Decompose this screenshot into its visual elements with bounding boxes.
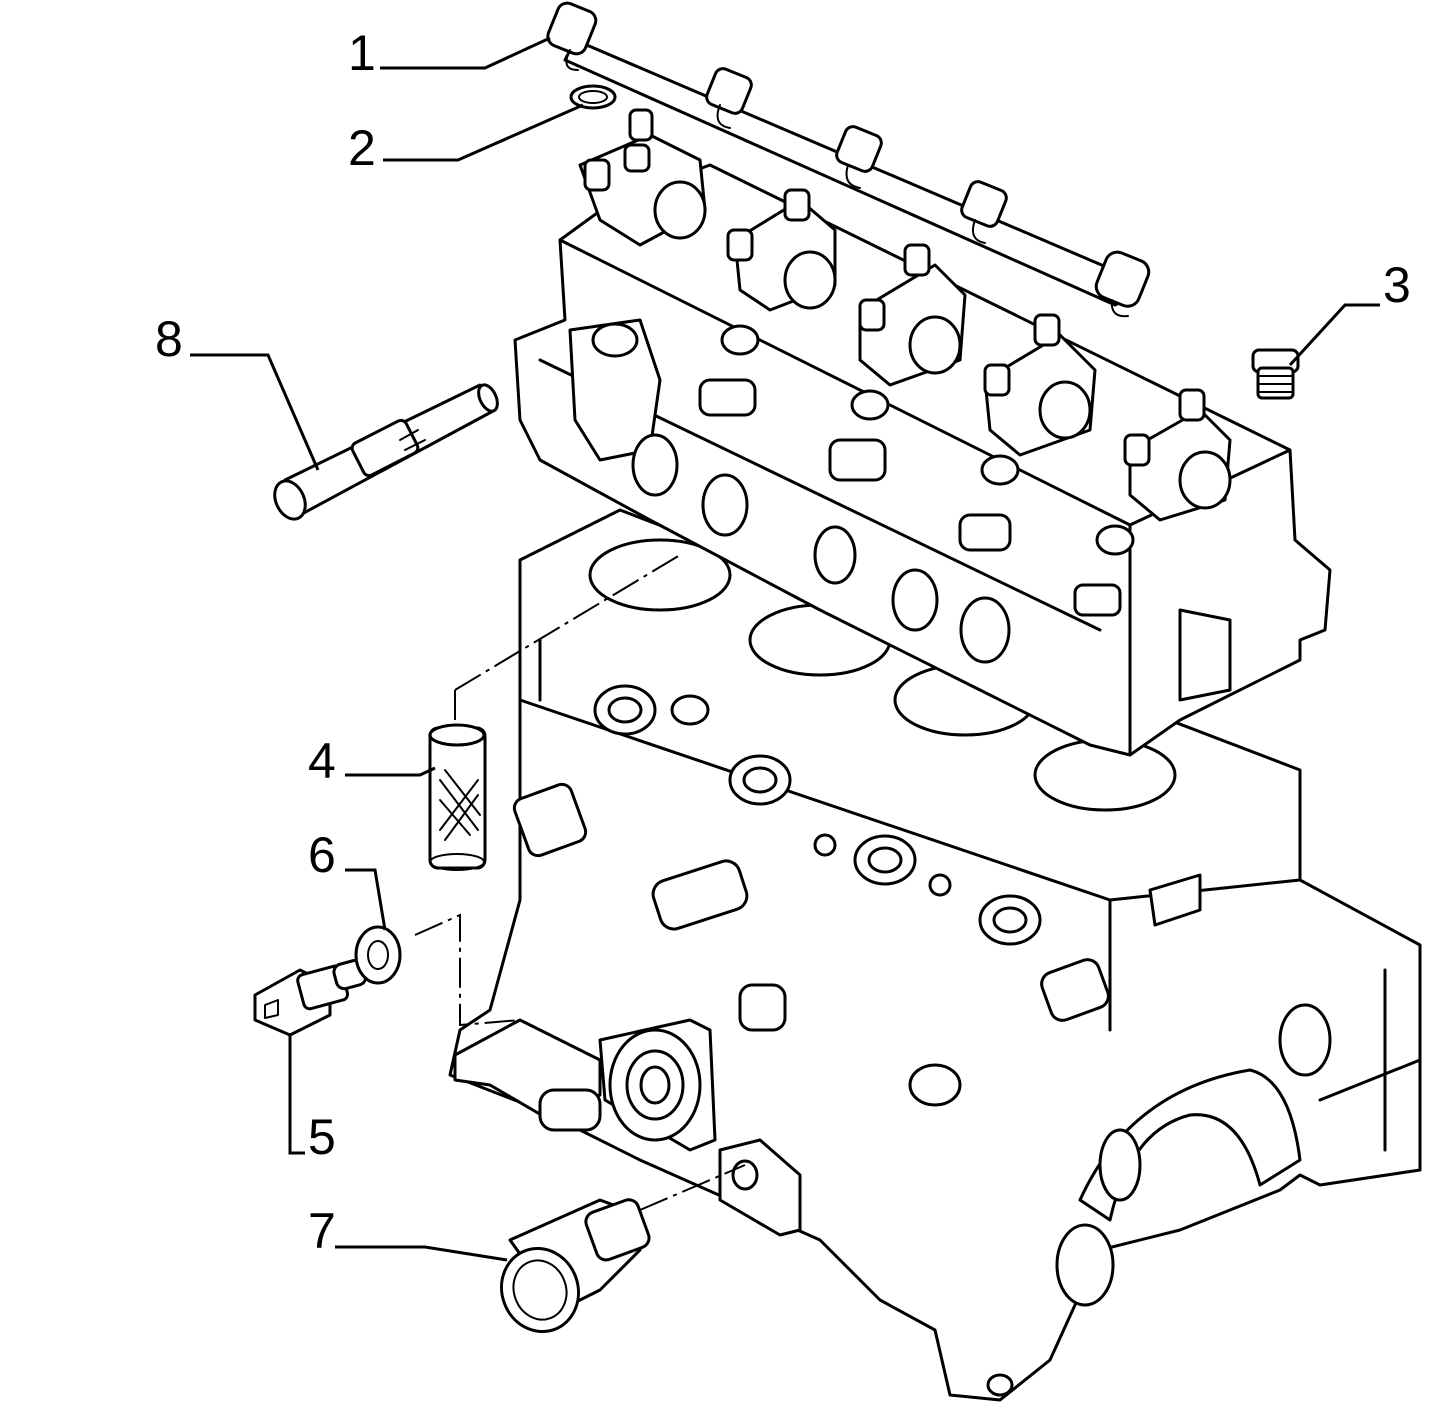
cylinder-head — [513, 108, 1332, 757]
pump-mount — [598, 1018, 717, 1152]
bearing-caps — [568, 318, 1135, 664]
part-8-shaft — [273, 383, 499, 521]
callout-2: 2 — [348, 120, 376, 176]
part-1-fuel-rail — [546, 1, 1151, 318]
callout-labels: 1 2 3 4 5 6 7 8 — [155, 25, 1411, 1259]
callout-8: 8 — [155, 311, 183, 367]
gallery-ports — [593, 684, 1042, 946]
part-7-cartridge — [500, 1198, 651, 1334]
callout-leaders — [190, 36, 1380, 1262]
callout-3: 3 — [1383, 257, 1411, 313]
callout-4: 4 — [308, 733, 336, 789]
part-4-filter — [428, 723, 487, 871]
callout-6: 6 — [308, 827, 336, 883]
callout-7: 7 — [308, 1203, 336, 1259]
part-3-plug — [1251, 348, 1300, 400]
callout-5: 5 — [308, 1109, 336, 1165]
valve-towers — [578, 133, 1232, 522]
part-5-sensor — [253, 958, 368, 1037]
injector-studs — [583, 108, 1206, 467]
assembly-centerlines — [414, 554, 746, 1211]
callout-1: 1 — [348, 25, 376, 81]
crank-bearing — [1055, 1003, 1332, 1307]
part-2-o-ring — [569, 84, 617, 110]
part-6-washer — [354, 925, 402, 985]
